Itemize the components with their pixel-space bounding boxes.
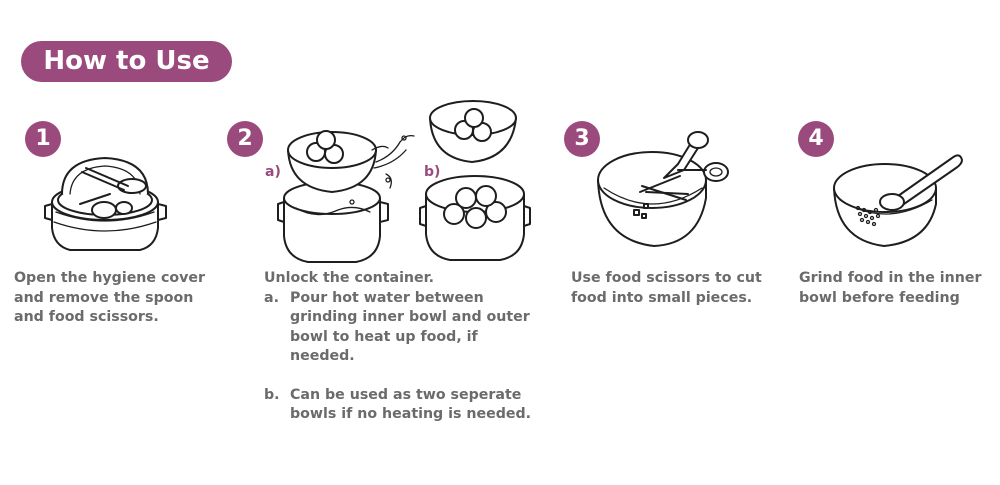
step-2-substep-b-line: Can be used as two seperate — [290, 386, 522, 403]
step-2-substep-b-marker: b. — [264, 386, 280, 403]
page-title: How to Use — [21, 41, 232, 82]
step-4-number-badge: 4 — [798, 121, 834, 157]
step-1-line: and food scissors. — [14, 309, 159, 325]
step-1-line: Open the hygiene cover — [14, 270, 205, 286]
step-4-line: bowl before feeding — [799, 289, 960, 306]
step-4-instructions: Grind food in the inner bowl before feed… — [799, 269, 994, 308]
step-2-substeps: a. Pour hot water between grinding inner… — [264, 289, 554, 425]
spacer — [264, 367, 554, 386]
step-1-instructions: Open the hygiene cover and remove the sp… — [14, 269, 224, 328]
step-2-label-b: b) — [424, 164, 441, 180]
step-1-line: and remove the spoon — [14, 289, 194, 306]
step-2-substep-a-line: Pour hot water between — [290, 289, 484, 306]
step-1-illustration — [44, 157, 167, 251]
step-3-line: food into small pieces. — [571, 289, 753, 306]
step-2-substep-a-line: needed. — [290, 348, 355, 364]
step-2-substep-b-line: bowls if no heating is needed. — [290, 406, 532, 422]
step-4-illustration — [833, 154, 963, 247]
step-1-number-badge: 1 — [25, 121, 61, 157]
step-2a-illustration — [277, 130, 415, 263]
step-2-intro: Unlock the container. — [264, 270, 435, 286]
step-2-number-badge: 2 — [227, 121, 263, 157]
step-3-illustration — [597, 131, 729, 247]
step-2-instructions: Unlock the container. a. Pour hot water … — [264, 269, 554, 425]
step-2-substep-a-line: grinding inner bowl and outer — [290, 309, 530, 325]
step-2-label-a: a) — [265, 164, 281, 180]
step-3-number-badge: 3 — [564, 121, 600, 157]
step-2-substep-a-marker: a. — [264, 289, 279, 306]
step-2b-illustration — [419, 100, 531, 261]
step-3-line: Use food scissors to cut — [571, 270, 762, 286]
step-2-substep-a-line: bowl to heat up food, if — [290, 328, 478, 345]
step-4-line: Grind food in the inner — [799, 270, 982, 286]
step-2-substep-b: b. Can be used as two seperate bowls if … — [264, 386, 554, 425]
step-2-substep-a: a. Pour hot water between grinding inner… — [264, 289, 554, 367]
step-3-instructions: Use food scissors to cut food into small… — [571, 269, 781, 308]
